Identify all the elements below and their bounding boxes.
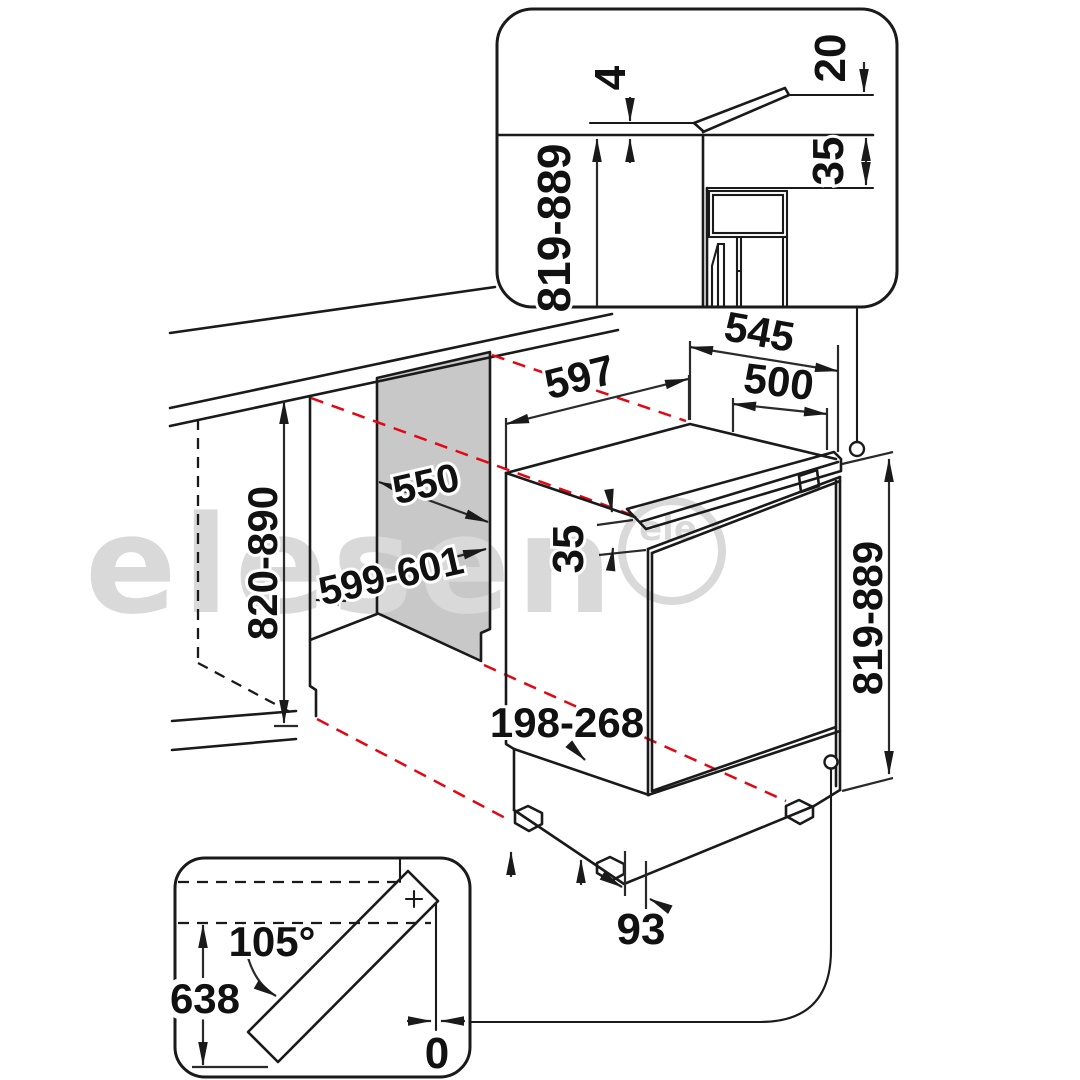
vent-flap — [692, 86, 791, 134]
open-door — [246, 869, 440, 1064]
detail-marker-dot — [823, 754, 839, 770]
watermark-logo-circle — [618, 497, 726, 605]
main-dimensions: 597 545 500 550 599-601 820-890 35 819-8… — [236, 299, 894, 957]
detail-marker-dot — [848, 440, 866, 458]
foot-rear-right — [784, 798, 815, 826]
hidden-floor-edges — [196, 419, 291, 714]
watermark: elesen ele — [85, 487, 726, 644]
top-detail-inset: 4 20 35 819-889 — [495, 7, 899, 315]
dim-top-rear-width: 500 — [741, 354, 816, 409]
dim-installation-height: 819-889 — [528, 144, 580, 313]
dim-foot-recess: 93 — [617, 905, 666, 954]
angle-arc — [241, 923, 277, 997]
dim-appliance-height: 819-889 — [844, 541, 891, 695]
projection-lines — [310, 353, 787, 823]
dim-opening-angle: 105° — [229, 918, 316, 965]
hinge-cross — [404, 889, 424, 909]
dim-niche-height: 820-890 — [239, 486, 286, 640]
dim-appliance-depth: 545 — [721, 302, 798, 360]
kitchen-niche-drawing — [168, 285, 620, 752]
dim-flap-thickness: 4 — [586, 65, 635, 90]
dim-wall-clearance: 0 — [425, 1029, 449, 1078]
dim-plinth-recess: 198-268 — [490, 699, 644, 746]
watermark-text: elesen — [85, 487, 618, 644]
dim-rear-vent-gap: 35 — [804, 137, 853, 186]
dim-flap-clearance: 20 — [806, 34, 855, 83]
detail-connectors — [468, 307, 866, 1024]
vent-box — [707, 189, 789, 239]
foot-front-left — [513, 804, 544, 833]
appliance-rear-section — [710, 235, 789, 309]
door-swing-inset: 105° 638 0 — [164, 856, 472, 1080]
dim-top-front-gap: 35 — [544, 525, 593, 574]
dim-door-swing: 638 — [170, 975, 240, 1022]
